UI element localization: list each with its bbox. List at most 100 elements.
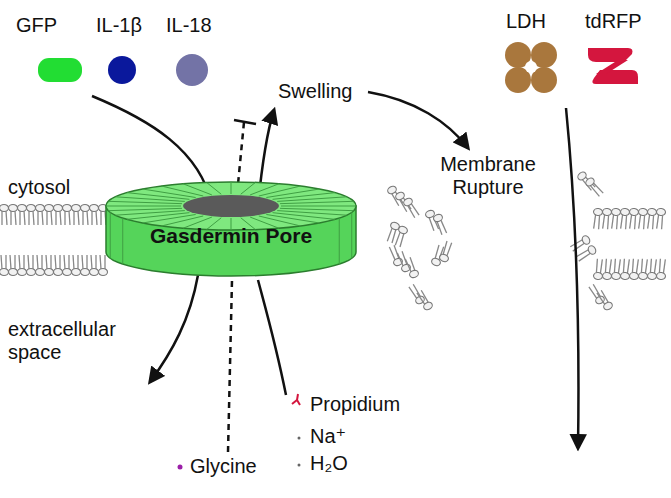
lipid-tail <box>397 253 403 266</box>
lipid <box>36 255 45 276</box>
lipid-head <box>656 208 666 216</box>
pore-subunit-line <box>280 201 354 203</box>
lipid-tail <box>598 215 601 229</box>
lipid-head <box>81 205 90 212</box>
lipid-tail <box>1 211 2 225</box>
lipid-head <box>36 269 45 276</box>
lipid-bilayer <box>0 170 668 311</box>
lipid-tail <box>82 211 83 225</box>
tdrfp-molecule <box>588 48 638 84</box>
lipid-head <box>409 269 420 279</box>
lipid <box>72 205 81 226</box>
lipid <box>18 205 27 226</box>
lipid-tail <box>394 245 399 258</box>
pore-subunit-line <box>143 189 196 197</box>
lipid <box>656 259 668 281</box>
lipid-head <box>9 269 18 276</box>
lipid-tail <box>649 259 652 273</box>
lipid-head <box>602 272 612 280</box>
lipid-head <box>0 269 9 276</box>
lipid-tail <box>91 255 92 269</box>
lipid-head <box>587 244 598 255</box>
tdrfp-subunit <box>588 48 633 62</box>
influx-arrow <box>258 280 286 395</box>
pore-subunit-line <box>108 208 182 210</box>
lipid-tail <box>55 211 56 225</box>
lipid-head <box>593 208 603 216</box>
pore-subunit-line <box>259 186 301 196</box>
solute-label: Propidium <box>310 393 400 416</box>
lipid <box>433 213 448 235</box>
lipid-tail <box>391 230 397 243</box>
lipid-tail <box>55 255 56 269</box>
lipid-tail <box>41 255 42 269</box>
lipid-head <box>439 253 450 263</box>
lipid-tail <box>59 255 60 269</box>
lipid-tail <box>42 211 43 225</box>
lipid-tail <box>28 211 29 225</box>
lipid <box>402 197 420 219</box>
lipid-tail <box>64 211 65 225</box>
lipid-tail <box>604 259 607 273</box>
lipid <box>90 255 99 276</box>
lipid-head <box>63 269 72 276</box>
lipid <box>45 205 54 226</box>
lipid-tail <box>399 234 405 247</box>
lipid-tail <box>631 259 634 273</box>
lipid <box>0 205 9 226</box>
lipid-tail <box>77 255 78 269</box>
pore-subunit-line <box>122 218 123 264</box>
pore-subunit-line <box>162 186 204 196</box>
lipid-head <box>593 272 603 280</box>
lipid-tail <box>607 215 610 229</box>
lipid-tail <box>28 255 29 269</box>
region-label: extracellular space <box>8 318 138 364</box>
lipid-head <box>629 208 639 216</box>
solute-label: Na⁺ <box>310 425 346 448</box>
lipid-tail <box>78 211 79 225</box>
lipid-tail <box>597 292 605 305</box>
lipid-head <box>398 225 409 235</box>
lipid-tail <box>593 182 603 193</box>
lipid-tail <box>639 215 641 229</box>
lipid <box>90 205 99 226</box>
solute-label: H₂O <box>310 452 348 475</box>
lipid-head <box>45 269 54 276</box>
lipid <box>99 255 108 276</box>
lipid <box>388 244 403 266</box>
lipid <box>81 205 90 226</box>
lipid-tail <box>1 255 2 269</box>
lipid-head <box>72 205 81 212</box>
lipid-head <box>386 185 397 196</box>
lipid-tail <box>609 259 611 273</box>
lipid <box>27 205 36 226</box>
lipid-tail <box>82 255 83 269</box>
lipid <box>645 208 657 230</box>
pore-subunit-line <box>277 197 346 202</box>
lipid-tail <box>578 253 591 261</box>
lipid-head <box>433 213 444 223</box>
lipid-tail <box>594 215 596 229</box>
lipid-head <box>611 208 621 216</box>
lipid-tail <box>46 255 47 269</box>
lipid-tail <box>69 211 70 225</box>
pore-subunit-line <box>106 206 181 207</box>
lipid-tail <box>613 259 616 273</box>
lipid-tail <box>627 259 629 273</box>
lipid-head <box>629 272 639 280</box>
lipid-tail <box>442 241 448 254</box>
release-arrow <box>150 275 198 382</box>
lipid-tail <box>37 211 38 225</box>
lipid <box>654 208 666 230</box>
pore-subunit-line <box>116 211 185 216</box>
lipid-tail <box>5 255 6 269</box>
lipid <box>575 244 597 262</box>
rupture-arrow <box>368 92 468 148</box>
lipid-tail <box>33 211 34 225</box>
tdrfp-subunit <box>596 60 628 74</box>
lipid-tail <box>73 211 74 225</box>
lipid-tail <box>37 255 38 269</box>
process-label: Membrane Rupture <box>418 153 558 199</box>
lipid-tail <box>417 292 425 305</box>
lipid-head <box>620 272 630 280</box>
